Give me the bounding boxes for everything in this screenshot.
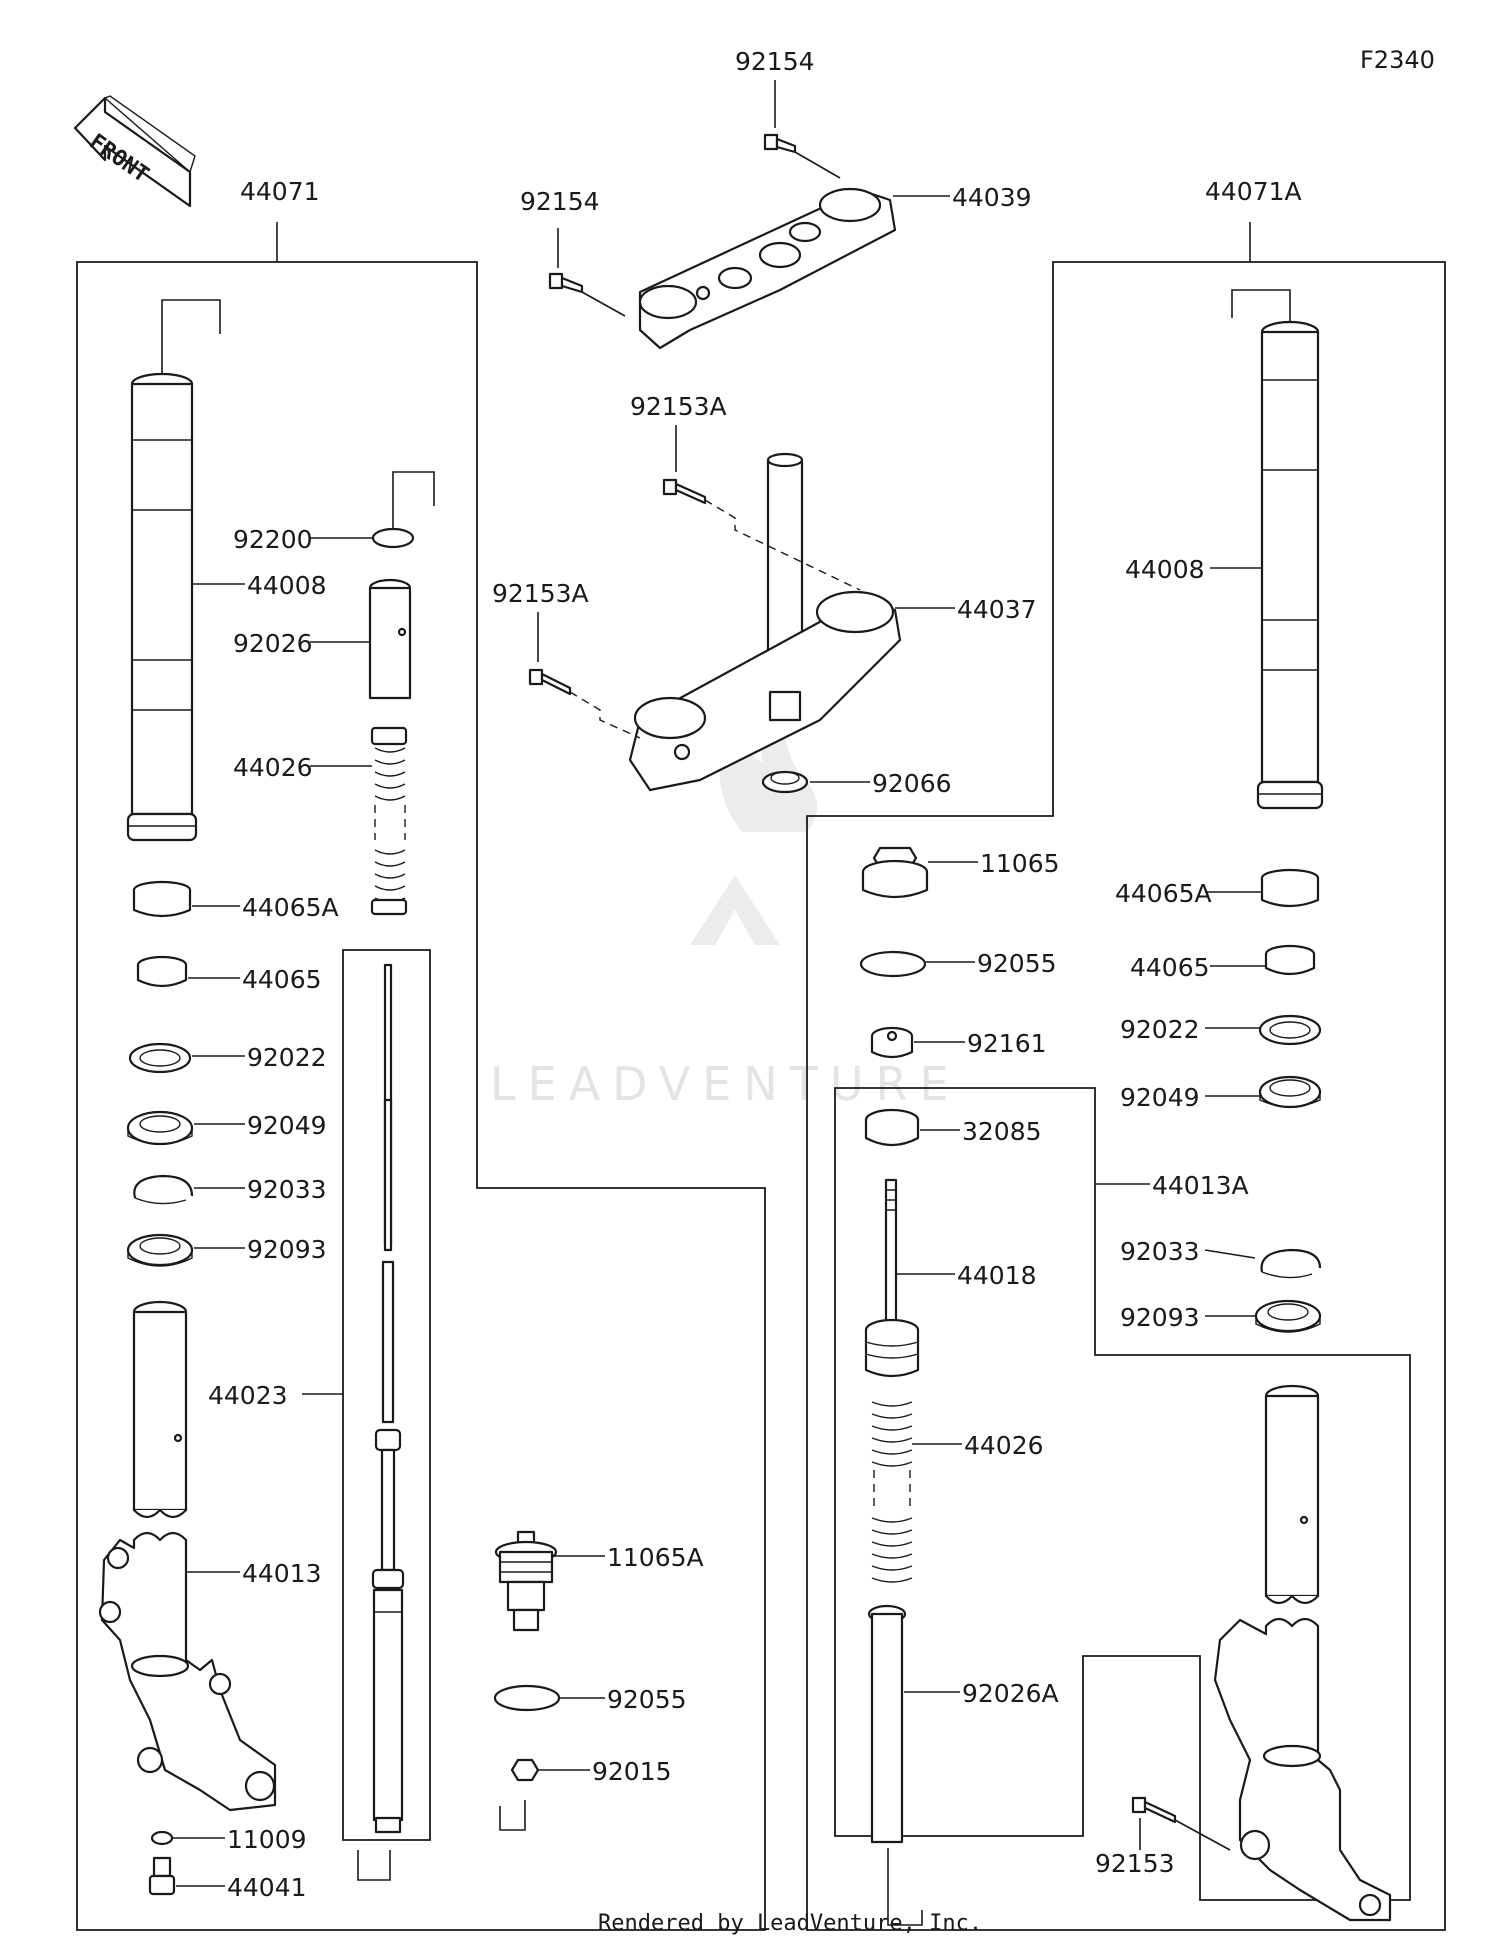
fork-bottom-44013 — [98, 1531, 277, 1812]
callout-92033-left: 92033 — [247, 1175, 327, 1204]
callout-92153a-lower: 92153A — [492, 579, 589, 608]
callout-92153a-upper: 92153A — [630, 392, 727, 421]
oil-seal-92049-right — [1258, 1075, 1322, 1109]
callout-44071a: 44071A — [1205, 177, 1302, 206]
left-fork-group-frame — [76, 261, 766, 1931]
callout-11065: 11065 — [980, 849, 1060, 878]
callout-44071: 44071 — [240, 177, 320, 206]
callout-44065-right: 44065 — [1130, 953, 1210, 982]
dust-seal-92093-right — [1254, 1299, 1322, 1333]
right-outer-tube-44008 — [1256, 320, 1324, 810]
callout-44008-right: 44008 — [1125, 555, 1205, 584]
adjuster-11065a — [494, 1530, 558, 1632]
callout-11065a: 11065A — [607, 1543, 704, 1572]
oil-seal-92049-left — [126, 1110, 194, 1146]
upper-triple-clamp — [638, 187, 897, 350]
inner-tube-left — [132, 1300, 188, 1519]
bushing-44065-left — [136, 955, 188, 988]
callout-92093-left: 92093 — [247, 1235, 327, 1264]
washer-92022-left — [128, 1042, 192, 1074]
spring-44026-right — [871, 1401, 913, 1583]
inner-tube-right — [1264, 1384, 1320, 1605]
cartridge-group-frame — [834, 1087, 1411, 1901]
circlip-92033-right — [1260, 1248, 1322, 1279]
callout-44018: 44018 — [957, 1261, 1037, 1290]
callout-92033-right: 92033 — [1120, 1237, 1200, 1266]
bolt-92153 — [1131, 1796, 1177, 1824]
callout-44065a-right: 44065A — [1115, 879, 1212, 908]
spring-44026-left — [370, 726, 408, 916]
washer-92022-right — [1258, 1014, 1322, 1046]
callout-92161: 92161 — [967, 1029, 1047, 1058]
fork-cap-11065 — [861, 846, 929, 899]
cap-32085 — [864, 1108, 920, 1147]
callout-92093-right: 92093 — [1120, 1303, 1200, 1332]
callout-92022-right: 92022 — [1120, 1015, 1200, 1044]
lower-triple-clamp — [628, 452, 902, 792]
callout-92055-right: 92055 — [977, 949, 1057, 978]
bolt-92153a-upper — [662, 478, 707, 505]
bolt-44041 — [148, 1856, 176, 1896]
bolt-92153a-lower — [528, 668, 572, 696]
callout-44065-left: 44065 — [242, 965, 322, 994]
callout-92022-left: 92022 — [247, 1043, 327, 1072]
callout-32085: 32085 — [962, 1117, 1042, 1146]
spacer-92026a — [867, 1604, 907, 1844]
callout-44013a: 44013A — [1152, 1171, 1249, 1200]
callout-44065a-left: 44065A — [242, 893, 339, 922]
callout-92049-right: 92049 — [1120, 1083, 1200, 1112]
callout-92049-left: 92049 — [247, 1111, 327, 1140]
callout-92066: 92066 — [872, 769, 952, 798]
callout-92026: 92026 — [233, 629, 313, 658]
callout-92015: 92015 — [592, 1757, 672, 1786]
bushing-44065-right — [1264, 944, 1316, 976]
callout-44039: 44039 — [952, 183, 1032, 212]
fork-bottom-right — [1213, 1617, 1392, 1922]
callout-11009: 11009 — [227, 1825, 307, 1854]
cap-92200 — [371, 527, 415, 549]
nut-92161 — [870, 1026, 914, 1059]
callout-44026-left: 44026 — [233, 753, 313, 782]
callout-92200: 92200 — [233, 525, 313, 554]
watermark-text: LEADVENTURE — [490, 1057, 961, 1111]
callout-44041: 44041 — [227, 1873, 307, 1902]
front-arrow-icon: FRONT — [73, 95, 196, 208]
callout-44013: 44013 — [242, 1559, 322, 1588]
circlip-92033-left — [133, 1174, 194, 1205]
callout-92055-mid: 92055 — [607, 1685, 687, 1714]
leadventure-watermark: LEADVENTURE — [490, 692, 961, 1111]
callout-92026a: 92026A — [962, 1679, 1059, 1708]
o-ring-92055-right — [859, 950, 927, 978]
callout-44008-left: 44008 — [247, 571, 327, 600]
steering-stem-seal-92066 — [761, 770, 809, 794]
diagram-id: F2340 — [1360, 46, 1435, 74]
bolt-92154-mid — [548, 272, 584, 294]
damper-group-frame — [342, 949, 431, 1841]
nut-92015 — [510, 1758, 540, 1782]
washer-11009 — [150, 1830, 174, 1846]
damper-rod-44023 — [371, 963, 405, 1834]
bolt-92154-top — [763, 133, 797, 154]
callout-44037: 44037 — [957, 595, 1037, 624]
footer-credit: Rendered by LeadVenture, Inc. — [598, 1911, 982, 1936]
o-ring-92055-mid — [493, 1684, 561, 1712]
bushing-44065a-left — [132, 880, 192, 918]
spacer-92026 — [368, 578, 412, 700]
damper-rod-44018 — [864, 1178, 920, 1378]
left-outer-tube-44008 — [126, 372, 198, 842]
bushing-44065a-right — [1260, 868, 1320, 908]
right-fork-group-frame — [806, 261, 1446, 1931]
callout-44023: 44023 — [208, 1381, 288, 1410]
callout-92154-mid: 92154 — [520, 187, 600, 216]
callout-92154-top: 92154 — [735, 47, 815, 76]
callout-44026-right: 44026 — [964, 1431, 1044, 1460]
callout-92153: 92153 — [1095, 1849, 1175, 1878]
dust-seal-92093-left — [126, 1233, 194, 1267]
